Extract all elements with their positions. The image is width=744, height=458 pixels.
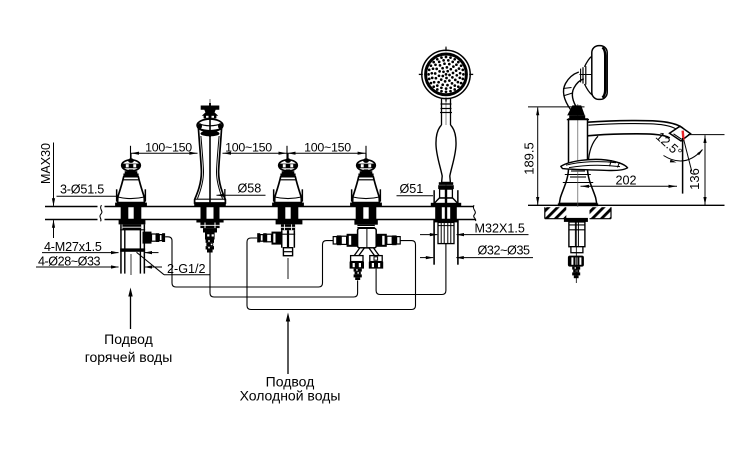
svg-text:M32X1.5: M32X1.5 xyxy=(475,222,525,236)
svg-text:Ø32~Ø35: Ø32~Ø35 xyxy=(478,244,531,258)
svg-text:Холодной воды: Холодной воды xyxy=(240,388,341,404)
svg-text:MAX30: MAX30 xyxy=(39,143,53,184)
svg-text:202: 202 xyxy=(615,173,636,187)
svg-text:100~150: 100~150 xyxy=(304,140,351,154)
svg-text:2-G1/2: 2-G1/2 xyxy=(167,262,206,276)
svg-text:Подвод: Подвод xyxy=(266,374,315,390)
svg-text:100~150: 100~150 xyxy=(225,140,272,154)
svg-text:4-M27x1.5: 4-M27x1.5 xyxy=(44,240,102,254)
svg-text:Ø58: Ø58 xyxy=(238,182,262,196)
svg-text:100~150: 100~150 xyxy=(145,140,192,154)
svg-text:136: 136 xyxy=(687,168,702,190)
svg-text:Подвод: Подвод xyxy=(104,331,153,347)
svg-text:горячей воды: горячей воды xyxy=(85,349,173,365)
svg-text:189.5: 189.5 xyxy=(522,142,537,175)
svg-text:3-Ø51.5: 3-Ø51.5 xyxy=(60,183,104,197)
svg-text:Ø51: Ø51 xyxy=(400,182,424,196)
svg-text:4-Ø28~Ø33: 4-Ø28~Ø33 xyxy=(38,255,101,269)
